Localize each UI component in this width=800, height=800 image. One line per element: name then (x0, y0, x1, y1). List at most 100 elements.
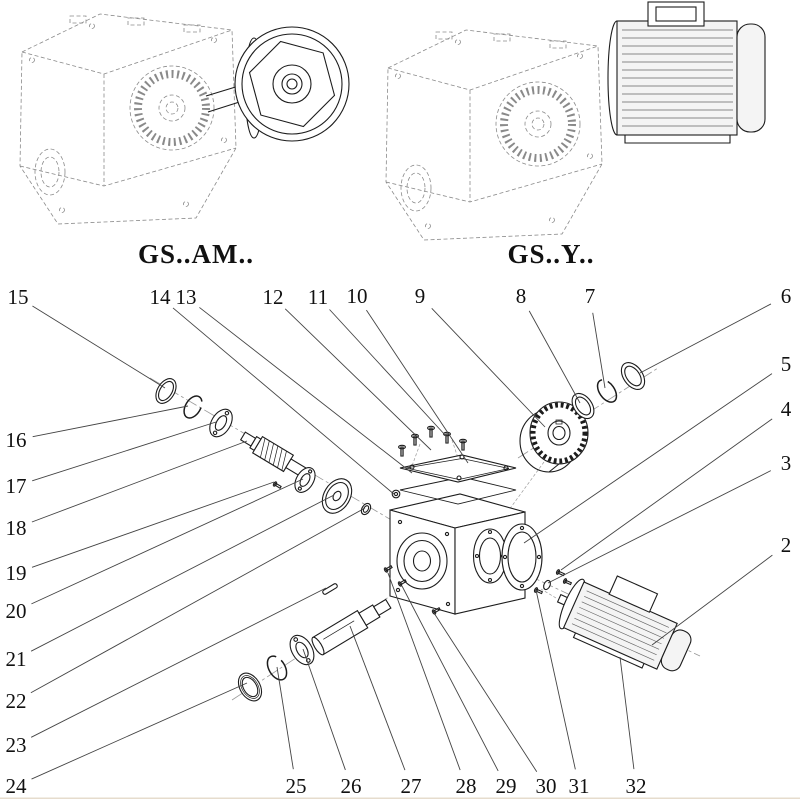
parallel-key (322, 583, 338, 595)
oil-seal (237, 672, 263, 702)
part-number-20: 20 (6, 599, 27, 623)
leader-line-22 (30, 507, 366, 694)
part-number-15: 15 (8, 285, 29, 309)
leader-line-12 (284, 308, 432, 451)
motor-fan-cowl (736, 23, 766, 133)
projection-lines (411, 439, 557, 599)
gear-circlip (596, 379, 618, 403)
part-number-30: 30 (536, 774, 557, 798)
worm-shaft-chain (155, 378, 372, 516)
retaining-ring (155, 378, 177, 404)
leader-line-9 (431, 307, 546, 428)
leader-line-25 (276, 666, 294, 770)
model-label-left: GS..AM.. (138, 239, 254, 269)
leader-line-4 (560, 418, 773, 571)
motor-terminal-box (647, 1, 705, 27)
part-number-5: 5 (781, 352, 792, 376)
gs-y-motor-drawing (607, 1, 766, 144)
leader-line-7 (592, 312, 606, 389)
circlip (183, 395, 203, 419)
leader-line-15 (32, 305, 166, 389)
leader-line-32 (619, 656, 635, 770)
leader-line-27 (349, 625, 406, 771)
housing-bore (396, 532, 448, 590)
part-number-24: 24 (6, 774, 28, 798)
motor-flange-cover (501, 523, 543, 591)
part-number-17: 17 (6, 474, 27, 498)
ball-bearing (209, 408, 233, 438)
leader-line-24 (31, 682, 248, 780)
gearbox-gs-am-drawing (20, 14, 350, 224)
spring-washer (543, 579, 551, 591)
cover-screws (398, 425, 467, 457)
part-number-29: 29 (496, 774, 517, 798)
gs-am-flange-adapter (234, 26, 350, 142)
part-number-18: 18 (6, 516, 27, 540)
part-number-19: 19 (6, 561, 27, 585)
part-number-13: 13 (176, 285, 197, 309)
leader-line-23 (30, 587, 327, 738)
leader-line-30 (433, 612, 538, 772)
part-number-22: 22 (6, 689, 27, 713)
part-number-23: 23 (6, 733, 27, 757)
part-number-32: 32 (626, 774, 647, 798)
motor-foot (572, 632, 645, 669)
part-number-21: 21 (6, 647, 27, 671)
leader-line-11 (329, 309, 447, 437)
part-number-16: 16 (6, 428, 27, 452)
part-number-6: 6 (781, 284, 792, 308)
leader-line-28 (387, 572, 461, 771)
output-shaft (311, 598, 392, 656)
output-circlip (266, 655, 288, 681)
worm-wheel-gear (519, 401, 589, 473)
leader-line-5 (523, 373, 773, 544)
spacer-ring (571, 392, 595, 420)
leader-line-31 (535, 589, 576, 770)
leader-line-13 (199, 307, 413, 474)
part-number-11: 11 (308, 285, 328, 309)
part-number-27: 27 (401, 774, 422, 798)
gear-chain (519, 362, 646, 473)
part-number-7: 7 (585, 284, 596, 308)
part-number-3: 3 (781, 451, 792, 475)
shim-disc (321, 478, 353, 514)
leader-line-16 (32, 405, 189, 438)
leader-line-3 (547, 470, 772, 584)
leader-line-8 (528, 310, 581, 404)
leader-line-21 (30, 494, 335, 652)
part-number-9: 9 (415, 284, 426, 308)
leader-line-17 (32, 421, 217, 482)
cover-plate (399, 454, 517, 483)
leader-line-2 (651, 554, 773, 646)
part-number-28: 28 (456, 774, 477, 798)
part-number-12: 12 (263, 285, 284, 309)
part-number-10: 10 (347, 284, 368, 308)
part-number-4: 4 (781, 397, 792, 421)
small-ring (360, 502, 372, 516)
leader-line-29 (401, 585, 499, 772)
part-number-2: 2 (781, 533, 792, 557)
ball-bearing-small (294, 467, 316, 493)
cover-gasket (399, 476, 517, 505)
part-number-26: 26 (341, 774, 362, 798)
cover-assembly (391, 425, 517, 505)
leader-line-6 (639, 303, 772, 374)
set-pin (272, 480, 283, 490)
leader-line-26 (302, 648, 346, 771)
leader-line-19 (31, 481, 275, 568)
page-bottom-rule (0, 797, 800, 799)
leader-line-10 (366, 309, 469, 464)
leader-line-18 (31, 440, 248, 523)
model-label-right: GS..Y.. (507, 239, 594, 269)
vent-plug (391, 489, 401, 499)
leader-line-20 (31, 478, 304, 605)
part-number-8: 8 (516, 284, 527, 308)
end-ring (620, 362, 646, 390)
exploded-view (149, 362, 701, 702)
output-shaft-chain (237, 583, 392, 702)
part-number-14: 14 (150, 285, 172, 309)
part-number-25: 25 (286, 774, 307, 798)
